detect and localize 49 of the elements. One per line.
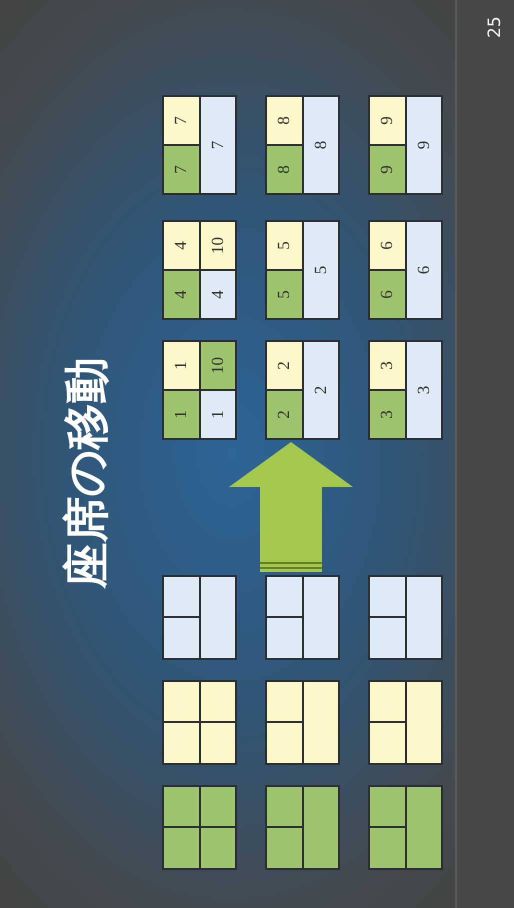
seat-cell: 1 [200,391,235,438]
seat-cell: 7 [164,146,198,193]
seat-cell: 5 [267,271,302,318]
seat-cell: 8 [267,146,302,193]
seating-table [368,340,443,440]
seating-table [265,220,340,320]
seating-table [162,575,237,660]
seat-cell: 3 [406,342,441,438]
seating-table [368,785,443,870]
seat-cell: 4 [200,271,235,318]
seating-table [265,575,340,660]
seat-cell: 9 [370,97,404,144]
seat-cell: 2 [267,342,302,389]
seat-cell: 7 [200,97,235,193]
slide-title: 座席の移動 [58,356,114,591]
page-number: 25 [485,16,505,38]
seat-cell: 6 [370,271,404,318]
seating-table [162,680,237,765]
seat-cell: 9 [406,97,441,193]
seat-cell: 10 [200,222,235,269]
seating-table [162,340,237,440]
seat-cell: 6 [406,222,441,318]
seat-cell: 4 [164,271,198,318]
seat-cell: 5 [304,222,338,318]
seat-cell: 6 [370,222,404,269]
seat-cell: 1 [164,342,198,389]
seat-cell: 2 [304,342,338,438]
seating-table [368,575,443,660]
seating-table [265,95,340,195]
seating-table [265,785,340,870]
seating-table [162,785,237,870]
seat-cell: 5 [267,222,302,269]
seat-cell: 4 [164,222,198,269]
seating-table [368,95,443,195]
seat-cell: 3 [370,391,404,438]
seat-cell: 7 [164,97,198,144]
seating-table [162,220,237,320]
seating-table [265,680,340,765]
seat-cell: 8 [304,97,338,193]
seating-table [265,340,340,440]
seat-cell: 10 [200,342,235,389]
seat-cell: 3 [370,342,404,389]
seating-table [368,680,443,765]
seat-cell: 8 [267,97,302,144]
seating-table [162,95,237,195]
seating-table [368,220,443,320]
seat-cell: 9 [370,146,404,193]
seat-cell: 2 [267,391,302,438]
seat-cell: 1 [164,391,198,438]
